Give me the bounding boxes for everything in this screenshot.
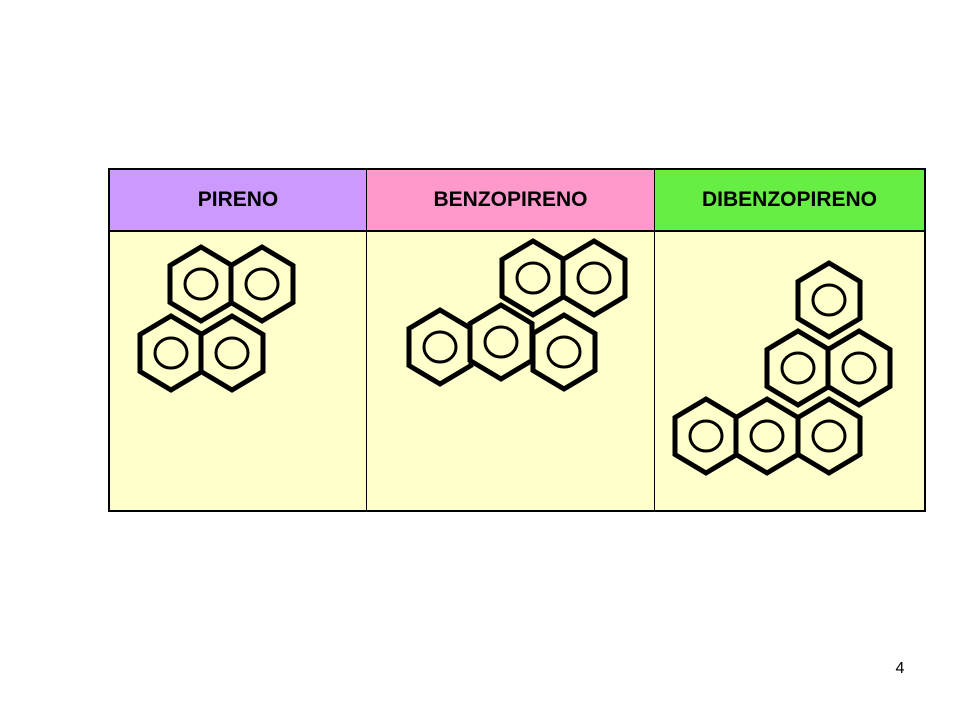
header-dibenzopireno: DIBENZOPIRENO xyxy=(655,170,924,230)
aromatic-circle-5 xyxy=(546,335,582,369)
aromatic-circle-3 xyxy=(422,330,458,364)
molecule-table: PIRENO BENZOPIRENO DIBENZOPIRENO xyxy=(108,168,926,512)
aromatic-circle-1 xyxy=(515,261,551,295)
aromatic-circle-2 xyxy=(244,267,280,301)
aromatic-circle-6 xyxy=(811,419,847,453)
dibenzopyrene-structure-icon xyxy=(672,260,893,476)
aromatic-circle-4 xyxy=(483,325,519,359)
pyrene-structure-icon xyxy=(137,244,296,393)
cell-dibenzopireno xyxy=(655,232,924,510)
aromatic-circle-2 xyxy=(576,261,612,295)
aromatic-circle-4 xyxy=(688,419,724,453)
aromatic-circle-2 xyxy=(780,351,816,385)
aromatic-circle-3 xyxy=(841,351,877,385)
aromatic-circle-1 xyxy=(811,283,847,317)
header-pireno: PIRENO xyxy=(110,170,367,230)
table-body-row xyxy=(110,232,924,510)
benzopyrene-structure-icon xyxy=(406,238,628,392)
cell-benzopireno xyxy=(367,232,655,510)
aromatic-circle-1 xyxy=(183,267,219,301)
table-header-row: PIRENO BENZOPIRENO DIBENZOPIRENO xyxy=(110,170,924,232)
page-number: 4 xyxy=(895,660,905,677)
aromatic-circle-5 xyxy=(749,419,785,453)
header-benzopireno: BENZOPIRENO xyxy=(367,170,655,230)
aromatic-circle-3 xyxy=(153,336,189,370)
aromatic-circle-4 xyxy=(214,336,250,370)
cell-pireno xyxy=(110,232,367,510)
